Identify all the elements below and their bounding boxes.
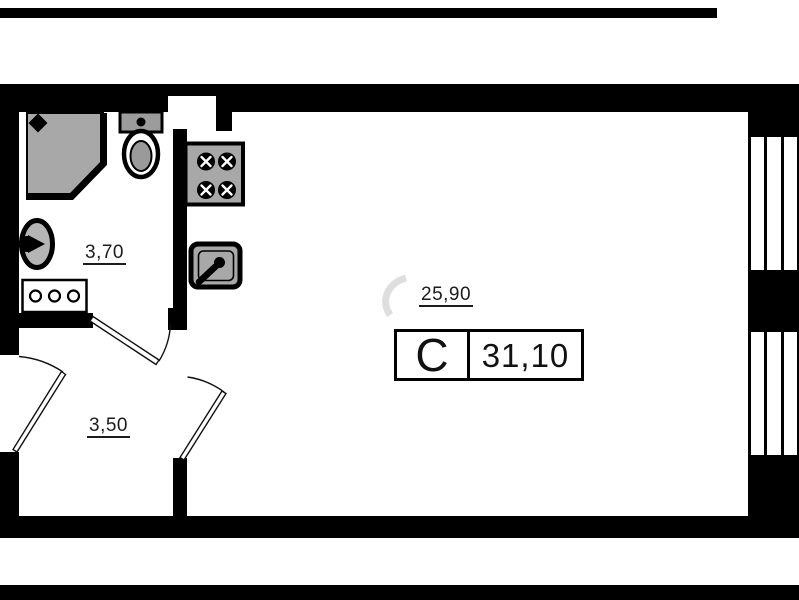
print-ghost-mark <box>382 274 408 317</box>
wall-left-upper <box>0 84 19 355</box>
window-1-glazing-line <box>781 137 784 270</box>
unit-stamp: С 31,10 <box>394 329 584 381</box>
adjacent-wall-top <box>0 8 717 18</box>
wall-top-notch <box>168 96 216 112</box>
wall-bathroom-bottom <box>19 313 93 328</box>
window-1-glazing-line <box>764 137 767 270</box>
wall-bathroom-right-foot <box>168 308 187 330</box>
living-area-label: 25,90 <box>419 284 474 307</box>
window-2-glazing-line <box>781 332 784 455</box>
hallway-area-label: 3,50 <box>87 415 130 438</box>
window-2 <box>751 332 797 455</box>
wall-bottom <box>0 516 799 538</box>
window-2-glazing-line <box>764 332 767 455</box>
stove-icon <box>183 141 245 207</box>
unit-type-label: С <box>397 332 470 378</box>
wall-left-lower <box>0 452 19 516</box>
wall-stub-kitchen <box>216 96 232 131</box>
adjacent-wall-bottom <box>0 585 799 600</box>
living-room-door-icon <box>179 376 227 461</box>
washing-machine-icon <box>21 278 88 314</box>
bathroom-door-icon <box>89 315 172 366</box>
entrance-door-icon <box>12 355 67 453</box>
wall-hallway-right <box>173 458 187 516</box>
window-1 <box>751 137 797 270</box>
washbasin-icon <box>18 218 55 270</box>
bathroom-area-label: 3,70 <box>83 242 126 265</box>
kitchen-sink-icon <box>188 241 243 290</box>
toilet-icon <box>118 110 164 180</box>
shower-icon <box>26 112 107 200</box>
wall-top <box>0 84 748 112</box>
unit-total-area: 31,10 <box>481 336 570 374</box>
